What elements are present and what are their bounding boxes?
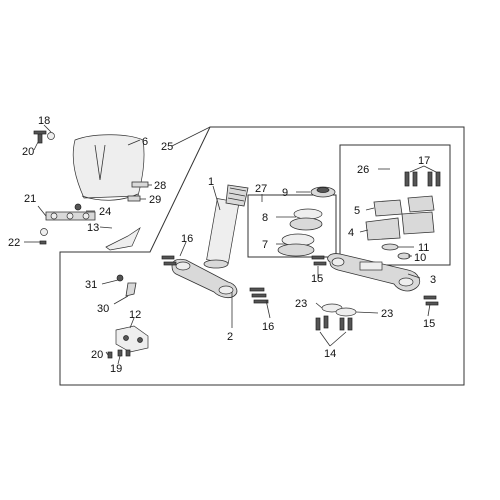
label-6: 6 (142, 136, 148, 148)
steering-bearing-lower (277, 233, 315, 257)
bracket-12 (115, 325, 149, 353)
main-assembly-frame (59, 126, 465, 386)
label-23-right: 23 (381, 308, 393, 320)
visor-bracket (45, 203, 96, 221)
steering-stem (203, 184, 249, 269)
label-9: 9 (282, 187, 288, 199)
label-2: 2 (227, 331, 233, 343)
label-18: 18 (38, 115, 50, 127)
screw-20-top (33, 130, 47, 144)
label-24: 24 (99, 206, 111, 218)
label-31: 31 (85, 279, 97, 291)
upper-triple-clamp (327, 253, 421, 292)
screws-19-20 (107, 349, 131, 359)
steering-bearing-upper (289, 208, 323, 231)
bolts-15-right (423, 295, 439, 306)
label-16-left: 16 (181, 233, 193, 245)
bolts-15-left (311, 255, 327, 266)
bolts-16-left (161, 255, 177, 266)
label-12: 12 (129, 309, 141, 321)
label-16-right: 16 (262, 321, 274, 333)
nut-29 (127, 195, 141, 202)
label-3: 3 (430, 274, 436, 286)
bracket-13 (105, 227, 141, 251)
part-labels: 18 20 6 25 28 29 24 21 22 13 1 27 9 8 7 … (8, 115, 436, 375)
label-26: 26 (357, 164, 369, 176)
label-4: 4 (348, 227, 354, 239)
label-29: 29 (149, 194, 161, 206)
clamps-23 (321, 303, 357, 317)
lower-triple-clamp (171, 258, 238, 299)
label-27: 27 (255, 183, 267, 195)
headlight-visor (72, 134, 145, 201)
label-21: 21 (24, 193, 36, 205)
label-30: 30 (97, 303, 109, 315)
washer-18 (47, 132, 55, 140)
washers-10-11 (381, 243, 411, 260)
label-22: 22 (8, 237, 20, 249)
label-5: 5 (354, 205, 360, 217)
label-17: 17 (418, 155, 430, 167)
label-20-top: 20 (22, 146, 34, 158)
group-box-26 (339, 144, 451, 266)
bracket-30 (116, 274, 137, 297)
label-13: 13 (87, 222, 99, 234)
label-1: 1 (208, 176, 214, 188)
label-11: 11 (418, 242, 429, 254)
label-15-left: 15 (311, 273, 323, 285)
leader-lines (24, 124, 437, 365)
nut-22 (39, 228, 48, 245)
label-7: 7 (262, 239, 268, 251)
label-19: 19 (110, 363, 122, 375)
bolts-16-right (249, 287, 269, 304)
label-28: 28 (154, 180, 166, 192)
group-box-27 (247, 194, 337, 258)
label-15-right: 15 (423, 318, 435, 330)
label-8: 8 (262, 212, 268, 224)
label-20-bottom: 20 (91, 349, 103, 361)
bolts-14 (315, 315, 353, 331)
handlebar-clamp-4 (365, 211, 435, 241)
label-25: 25 (161, 141, 173, 153)
bolts-17 (404, 171, 441, 187)
label-14: 14 (324, 348, 336, 360)
handlebar-clamp-5 (373, 195, 435, 217)
label-10: 10 (414, 252, 426, 264)
stem-cap-9 (310, 186, 336, 198)
bolt-28 (131, 181, 149, 188)
label-23-left: 23 (295, 298, 307, 310)
